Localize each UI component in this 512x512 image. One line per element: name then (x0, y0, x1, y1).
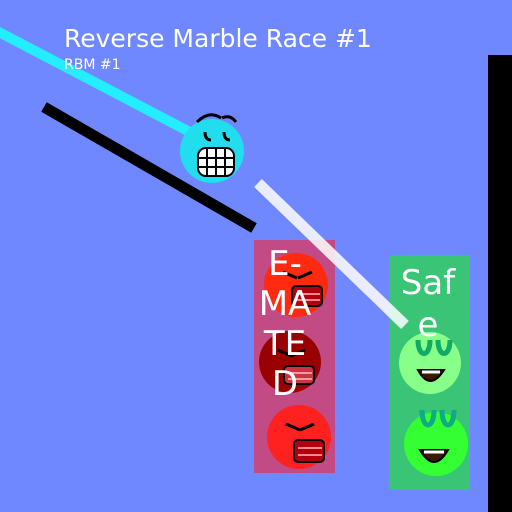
white-trail (254, 179, 409, 329)
right-wall (488, 55, 512, 512)
safe-zone-label: Safe (400, 263, 456, 345)
eliminated-zone-label: E-MATED (258, 244, 312, 404)
black-ramp (41, 102, 257, 233)
green-marble (404, 409, 468, 476)
race-title: Reverse Marble Race #1 (64, 24, 372, 53)
dark-red-marble (259, 331, 321, 393)
race-subtitle: RBM #1 (64, 57, 121, 73)
cyan-trail (0, 26, 208, 145)
red-marble-2 (267, 405, 331, 469)
red-marble-1 (264, 253, 328, 317)
light-green-marble (399, 332, 461, 394)
cyan-player-marble (180, 113, 244, 183)
